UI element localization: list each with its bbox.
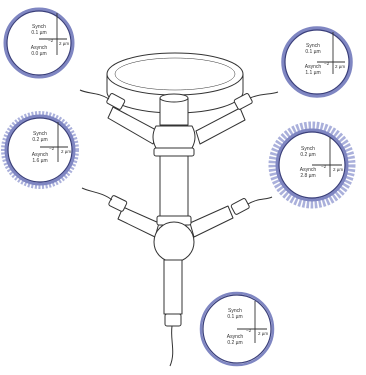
axis-left-tick: −2	[324, 61, 330, 66]
orbit-halo	[268, 121, 356, 209]
orbit-outer-trace	[4, 114, 76, 186]
upper-shaft	[159, 93, 189, 126]
orbit-outer-trace	[3, 7, 75, 79]
orbit-plot: Synch 0.2 µm Asynch 1.6 µm −2 2 µm	[1, 111, 79, 189]
orbit-inner-trace	[6, 10, 72, 76]
synch-label: Synch	[33, 131, 47, 137]
asynch-value: 1.6 µm	[32, 158, 47, 164]
tool-cable	[169, 325, 174, 367]
orbit-halo	[1, 111, 79, 189]
lower-ball	[153, 221, 195, 263]
lower-shaft	[163, 259, 183, 315]
orbit-plot: Synch 0.1 µm Asynch 0.0 µm −2 2 µm	[3, 7, 75, 79]
orbit-inner-trace	[278, 131, 346, 199]
asynch-label: Asynch	[305, 64, 322, 70]
synch-value: 0.1 µm	[305, 49, 320, 55]
orbit-inner-trace	[284, 29, 350, 95]
machine-assembly	[79, 52, 279, 367]
orbit-plot: Synch 0.1 µm Asynch 0.2 µm −2 2 µm	[199, 291, 275, 367]
asynch-value: 2.8 µm	[300, 173, 315, 179]
upper-left-sensor-arm	[79, 89, 159, 145]
asynch-value: 1.1 µm	[305, 70, 320, 76]
axis-right-tick: 2 µm	[335, 64, 345, 69]
orbit-inner-trace	[7, 117, 73, 183]
orbit-outer-trace	[199, 291, 275, 367]
axis-left-tick: −2	[246, 328, 252, 333]
synch-label: Synch	[301, 146, 315, 152]
upper-hub	[152, 125, 196, 149]
synch-label: Synch	[32, 24, 46, 30]
axis-right-tick: 2 µm	[59, 41, 69, 46]
axis-right-tick: 2 µm	[333, 167, 343, 172]
orbit-plot: Synch 0.1 µm Asynch 1.1 µm −2 2 µm	[281, 26, 353, 98]
upper-right-sensor-arm	[195, 91, 279, 145]
asynch-label: Asynch	[227, 334, 244, 340]
orbit-outer-trace	[281, 26, 353, 98]
synch-value: 0.1 µm	[227, 314, 242, 320]
orbit-outer-trace	[275, 128, 349, 202]
asynch-value: 0.2 µm	[227, 340, 242, 346]
axis-left-tick: −2	[49, 146, 55, 151]
asynch-label: Asynch	[300, 167, 317, 173]
lower-left-sensor-arm	[81, 187, 160, 238]
axis-right-tick: 2 µm	[258, 331, 268, 336]
housing-disc	[106, 52, 244, 114]
synch-label: Synch	[306, 43, 320, 49]
axis-right-tick: 2 µm	[61, 149, 71, 154]
synch-label: Synch	[228, 308, 242, 314]
upper-collar	[153, 147, 195, 157]
asynch-label: Asynch	[32, 152, 49, 158]
orbit-plot: Synch 0.2 µm Asynch 2.8 µm −2 2 µm	[268, 121, 356, 209]
asynch-value: 0.0 µm	[31, 51, 46, 57]
synch-value: 0.2 µm	[300, 152, 315, 158]
orbit-inner-trace	[202, 294, 272, 364]
synch-value: 0.2 µm	[32, 137, 47, 143]
axis-left-tick: −2	[48, 38, 54, 43]
axis-left-tick: −2	[321, 164, 327, 169]
asynch-label: Asynch	[31, 45, 48, 51]
main-shaft	[159, 155, 189, 217]
lower-right-sensor-arm	[189, 196, 273, 238]
tool-holder	[164, 313, 182, 327]
synch-value: 0.1 µm	[31, 30, 46, 36]
